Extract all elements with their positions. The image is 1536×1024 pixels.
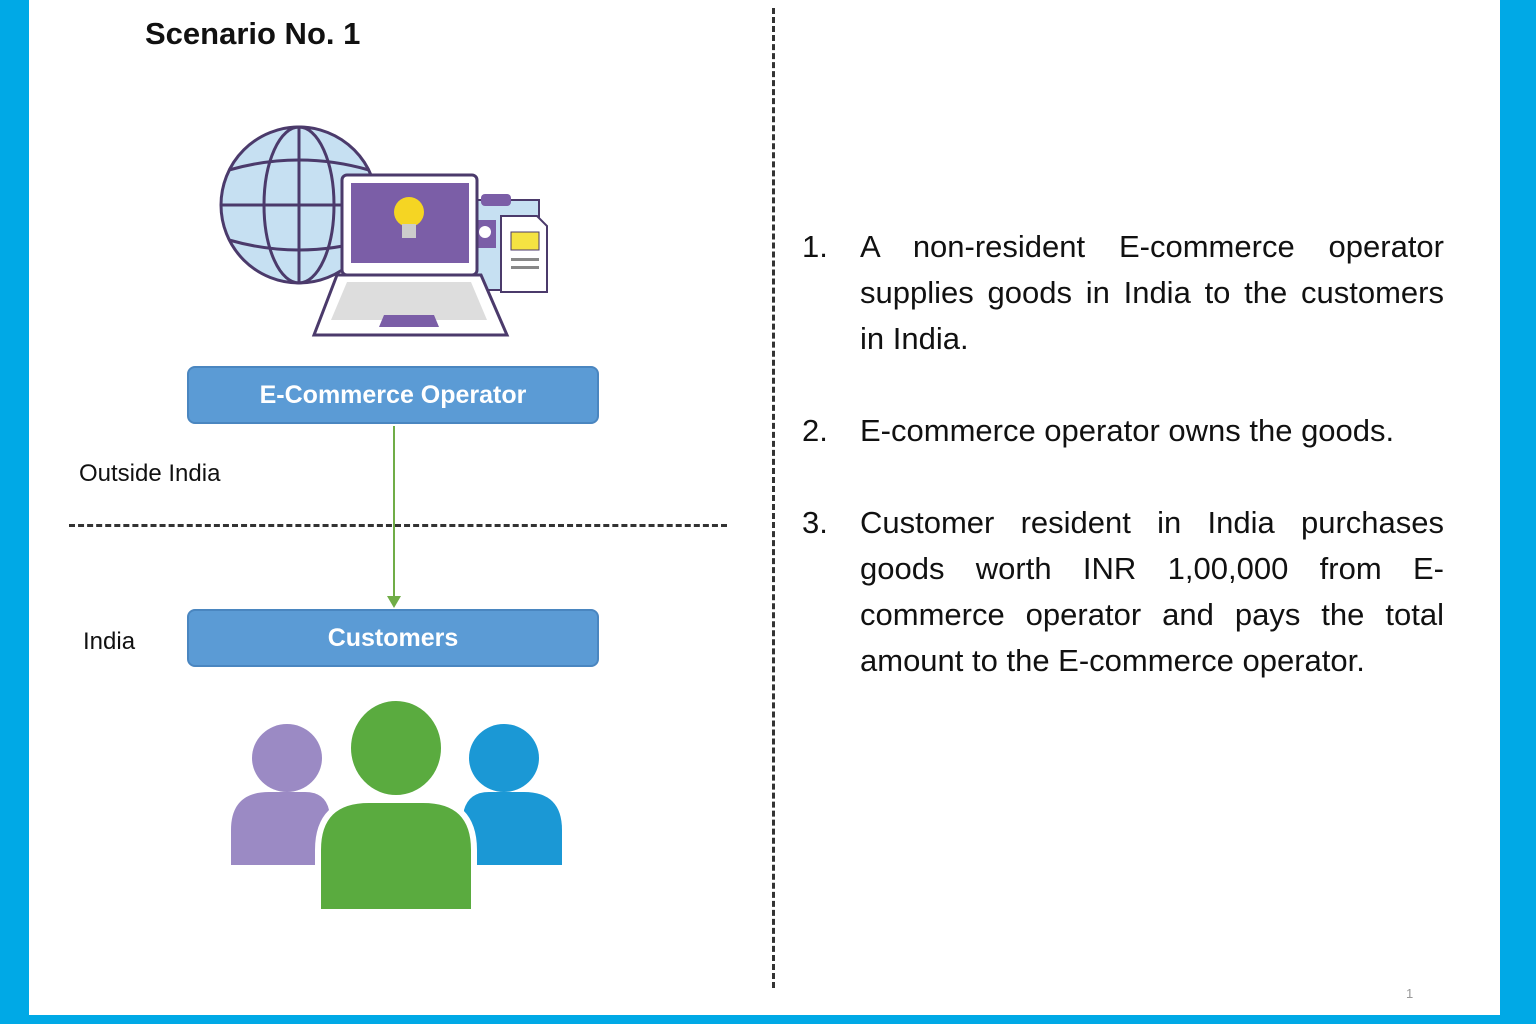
customers-group-icon <box>231 700 562 915</box>
list-number: 1. <box>802 229 828 264</box>
page-number: 1 <box>1406 986 1414 1001</box>
list-text: A non-resident E-commerce operator suppl… <box>860 229 1444 356</box>
outside-india-label: Outside India <box>79 460 221 487</box>
border-divider <box>69 524 727 527</box>
column-divider <box>772 8 775 988</box>
list-item: 2. E-commerce operator owns the goods. <box>802 408 1444 454</box>
slide: Scenario No. 1 E-Commerce Operator Outsi… <box>29 0 1500 1015</box>
scenario-points-list: 1. A non-resident E-commerce operator su… <box>802 224 1444 730</box>
list-text: E-commerce operator owns the goods. <box>860 413 1395 448</box>
list-number: 3. <box>802 505 828 540</box>
arrow-head <box>387 596 401 608</box>
slide-title: Scenario No. 1 <box>145 16 361 51</box>
supply-arrow <box>393 426 395 596</box>
list-text: Customer resident in India purchases goo… <box>860 505 1444 678</box>
customers-box: Customers <box>187 609 599 667</box>
ecommerce-laptop-globe-icon <box>219 125 548 337</box>
india-label: India <box>83 628 136 655</box>
list-item: 3. Customer resident in India purchases … <box>802 500 1444 684</box>
list-number: 2. <box>802 413 828 448</box>
ecommerce-operator-box: E-Commerce Operator <box>187 366 599 424</box>
list-item: 1. A non-resident E-commerce operator su… <box>802 224 1444 362</box>
